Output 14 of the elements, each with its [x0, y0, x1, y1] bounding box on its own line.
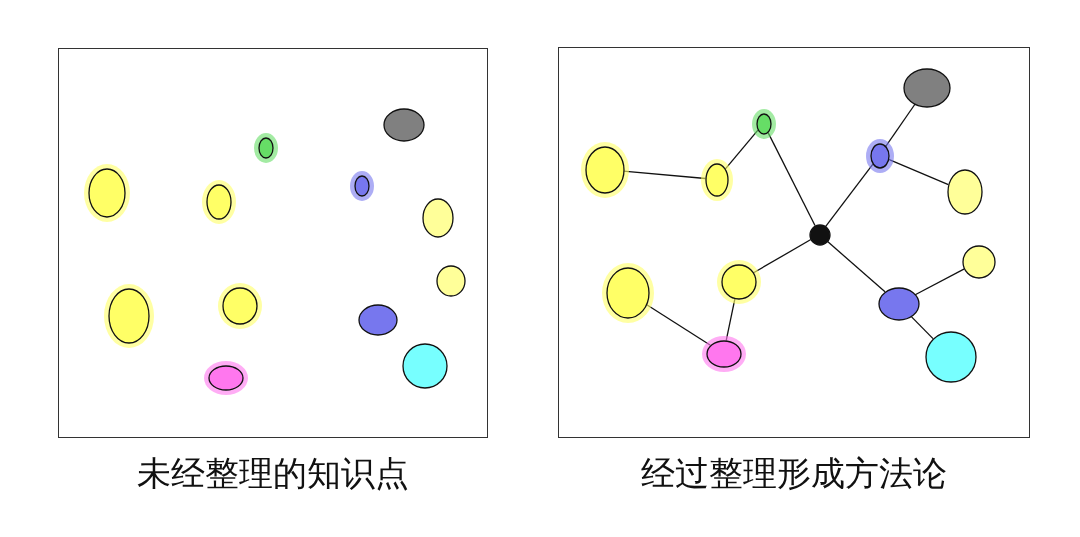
- connector-line: [725, 297, 736, 342]
- connector-line: [622, 170, 707, 180]
- connector-line: [910, 315, 934, 340]
- connector-line: [724, 129, 759, 170]
- connector-line: [766, 130, 816, 227]
- connector-line: [887, 158, 949, 186]
- panel-heading: 经过整理形成方法论: [640, 452, 948, 495]
- connector-line: [752, 238, 812, 274]
- connector-line: [826, 240, 886, 293]
- connector-line: [824, 163, 874, 228]
- connector-line: [914, 268, 965, 296]
- connector-line: [645, 303, 712, 346]
- panel-heading: 未经整理的知识点: [136, 452, 410, 495]
- connector-line: [884, 103, 916, 148]
